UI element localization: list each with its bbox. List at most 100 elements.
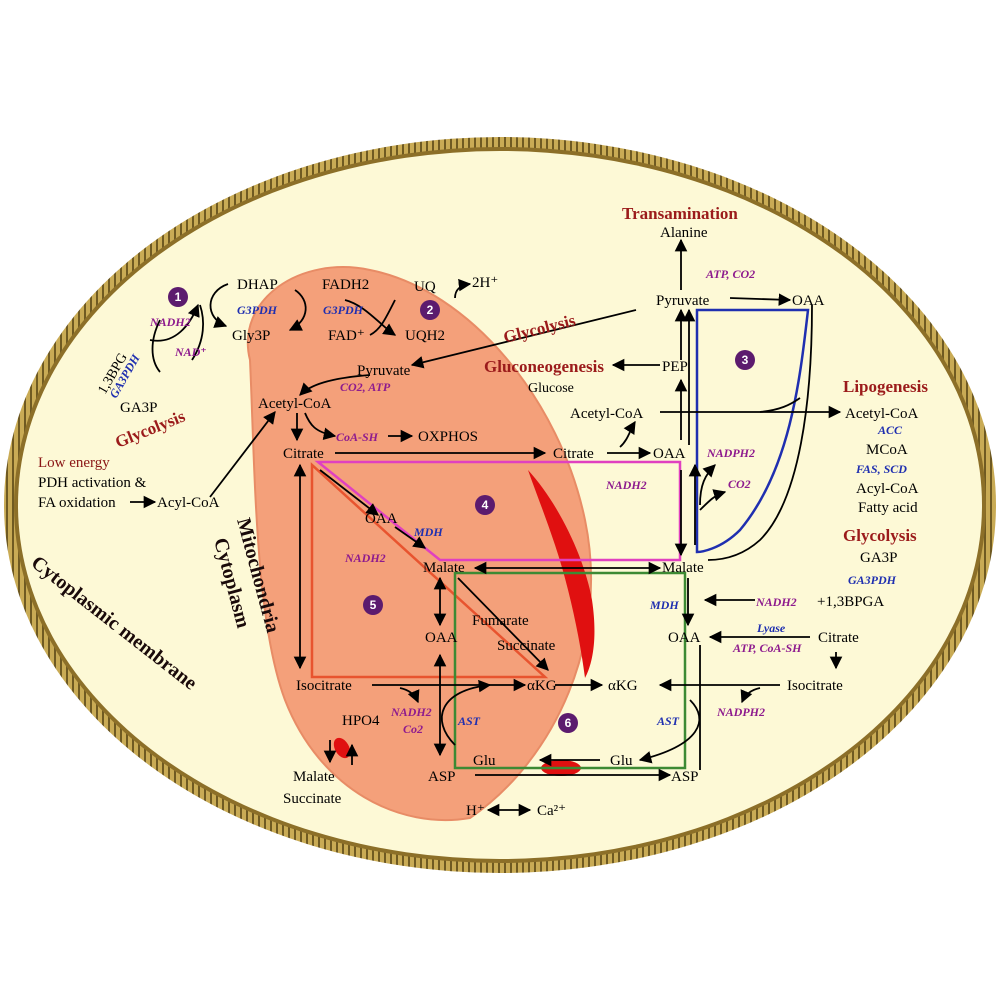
enzyme-ast-mito: AST — [457, 714, 481, 728]
citrate-right: Citrate — [818, 630, 859, 646]
enzyme-mdh-mito: MDH — [413, 525, 443, 539]
cofactor-nadh2-mdh: NADH2 — [344, 551, 386, 565]
citrate-mito: Citrate — [283, 446, 324, 462]
malate-mito: Malate — [423, 560, 465, 576]
acetyl-coa-cyto: Acetyl-CoA — [570, 406, 643, 422]
glucose: Glucose — [528, 381, 574, 396]
calcium: Ca²⁺ — [537, 803, 566, 819]
isocitrate-right: Isocitrate — [787, 678, 843, 694]
fad: FAD⁺ — [328, 328, 365, 344]
acyl-coa-lipo: Acyl-CoA — [856, 481, 919, 497]
malate-cyto: Malate — [662, 560, 704, 576]
succinate-bottom: Succinate — [283, 791, 342, 807]
cofactor-co2-b: Co2 — [403, 722, 423, 736]
glu-cyto: Glu — [610, 753, 633, 769]
low-energy-note: Low energy — [38, 455, 110, 471]
uq: UQ — [414, 279, 436, 295]
pyruvate-cyto: Pyruvate — [656, 293, 710, 309]
oaa-mito: OAA — [365, 511, 398, 527]
cofactor-nad-1: NAD⁺ — [174, 345, 207, 359]
cofactor-co2-atp: CO2, ATP — [340, 380, 391, 394]
oaa-cyto-2: OAA — [668, 630, 701, 646]
glu-mito: Glu — [473, 753, 496, 769]
gluconeogenesis-label: Gluconeogenesis — [484, 357, 604, 376]
alanine: Alanine — [660, 225, 708, 241]
oaa-mito-2: OAA — [425, 630, 458, 646]
enzyme-ast-cyto: AST — [656, 714, 680, 728]
badge-4: 4 — [475, 495, 495, 515]
badge-6: 6 — [558, 713, 578, 733]
enzyme-fas-scd: FAS, SCD — [855, 462, 907, 476]
fumarate: Fumarate — [472, 613, 529, 629]
box-3 — [695, 308, 810, 554]
fa-oxidation-note: FA oxidation — [38, 495, 116, 511]
badge-5: 5 — [363, 595, 383, 615]
acyl-coa-left: Acyl-CoA — [157, 495, 220, 511]
cofactor-nadph2-right: NADPH2 — [716, 705, 765, 719]
acetyl-coa-lipo: Acetyl-CoA — [845, 406, 918, 422]
cofactor-atp-coash: ATP, CoA-SH — [732, 641, 802, 655]
glycolysis-right-label: Glycolysis — [843, 526, 917, 545]
pathway-arrows — [130, 238, 843, 817]
lipogenesis-label: Lipogenesis — [843, 377, 928, 396]
ga3p-left: GA3P — [120, 400, 158, 416]
oaa-cyto: OAA — [653, 446, 686, 462]
oxphos: OXPHOS — [418, 429, 478, 445]
enzyme-g3pdh-1: G3PDH — [237, 303, 278, 317]
asp-mito: ASP — [428, 769, 456, 785]
box-4 — [314, 460, 682, 562]
cofactor-labels: NADH2 NAD⁺ CO2, ATP CoA-SH NADH2 NADH2 C… — [149, 267, 802, 736]
bpga13: +1,3BPGA — [817, 594, 884, 610]
cofactor-co2-cyto: CO2 — [728, 477, 751, 491]
pep: PEP — [662, 359, 688, 375]
oaa-top: OAA — [792, 293, 825, 309]
svg-text:3: 3 — [742, 353, 749, 367]
enzyme-g3pdh-2: G3PDH — [323, 303, 364, 317]
badge-1: 1 — [168, 287, 188, 307]
fatty-acid: Fatty acid — [858, 500, 918, 516]
svg-text:2: 2 — [427, 303, 434, 317]
cofactor-nadh2-cyto: NADH2 — [605, 478, 647, 492]
akg-cyto: αKG — [608, 678, 638, 694]
hpo4: HPO4 — [342, 713, 380, 729]
h-plus: H⁺ — [466, 803, 485, 819]
cofactor-nadh2-a: NADH2 — [390, 705, 432, 719]
cofactor-nadh2-right: NADH2 — [755, 595, 797, 609]
svg-text:4: 4 — [482, 498, 489, 512]
badge-3: 3 — [735, 350, 755, 370]
pdh-note: PDH activation & — [38, 475, 147, 491]
dhap: DHAP — [237, 277, 278, 293]
transamination-label: Transamination — [622, 204, 738, 223]
svg-text:1: 1 — [175, 290, 182, 304]
box-5 — [310, 462, 549, 679]
molecule-labels: DHAP Gly3P FADH2 FAD⁺ UQ UQH2 2H⁺ 1,3BPG… — [95, 225, 918, 819]
svg-text:6: 6 — [565, 716, 572, 730]
enzyme-lyase: Lyase — [756, 621, 786, 635]
malate-bottom: Malate — [293, 769, 335, 785]
acetyl-coa-mito: Acetyl-CoA — [258, 396, 331, 412]
isocitrate-mito: Isocitrate — [296, 678, 352, 694]
uqh2: UQH2 — [405, 328, 445, 344]
cofactor-nadh2-1: NADH2 — [149, 315, 191, 329]
cofactor-nadph2-cyto: NADPH2 — [706, 446, 755, 460]
succinate: Succinate — [497, 638, 556, 654]
cofactor-atp-co2: ATP, CO2 — [705, 267, 755, 281]
badge-2: 2 — [420, 300, 440, 320]
enzyme-ga3pdh-right: GA3PDH — [848, 573, 897, 587]
asp-cyto: ASP — [671, 769, 699, 785]
svg-text:5: 5 — [370, 598, 377, 612]
akg-mito: αKG — [527, 678, 557, 694]
mcoa: MCoA — [866, 442, 908, 458]
enzyme-acc: ACC — [877, 423, 903, 437]
two-h-plus: 2H⁺ — [472, 275, 498, 291]
citrate-cyto: Citrate — [553, 446, 594, 462]
pyruvate-mito: Pyruvate — [357, 363, 411, 379]
enzyme-mdh-cyto: MDH — [649, 598, 679, 612]
membrane-transporter-crescent — [528, 470, 595, 678]
cofactor-coa-sh: CoA-SH — [336, 430, 379, 444]
gly3p: Gly3P — [232, 328, 270, 344]
ga3p-right: GA3P — [860, 550, 898, 566]
fadh2: FADH2 — [322, 277, 369, 293]
